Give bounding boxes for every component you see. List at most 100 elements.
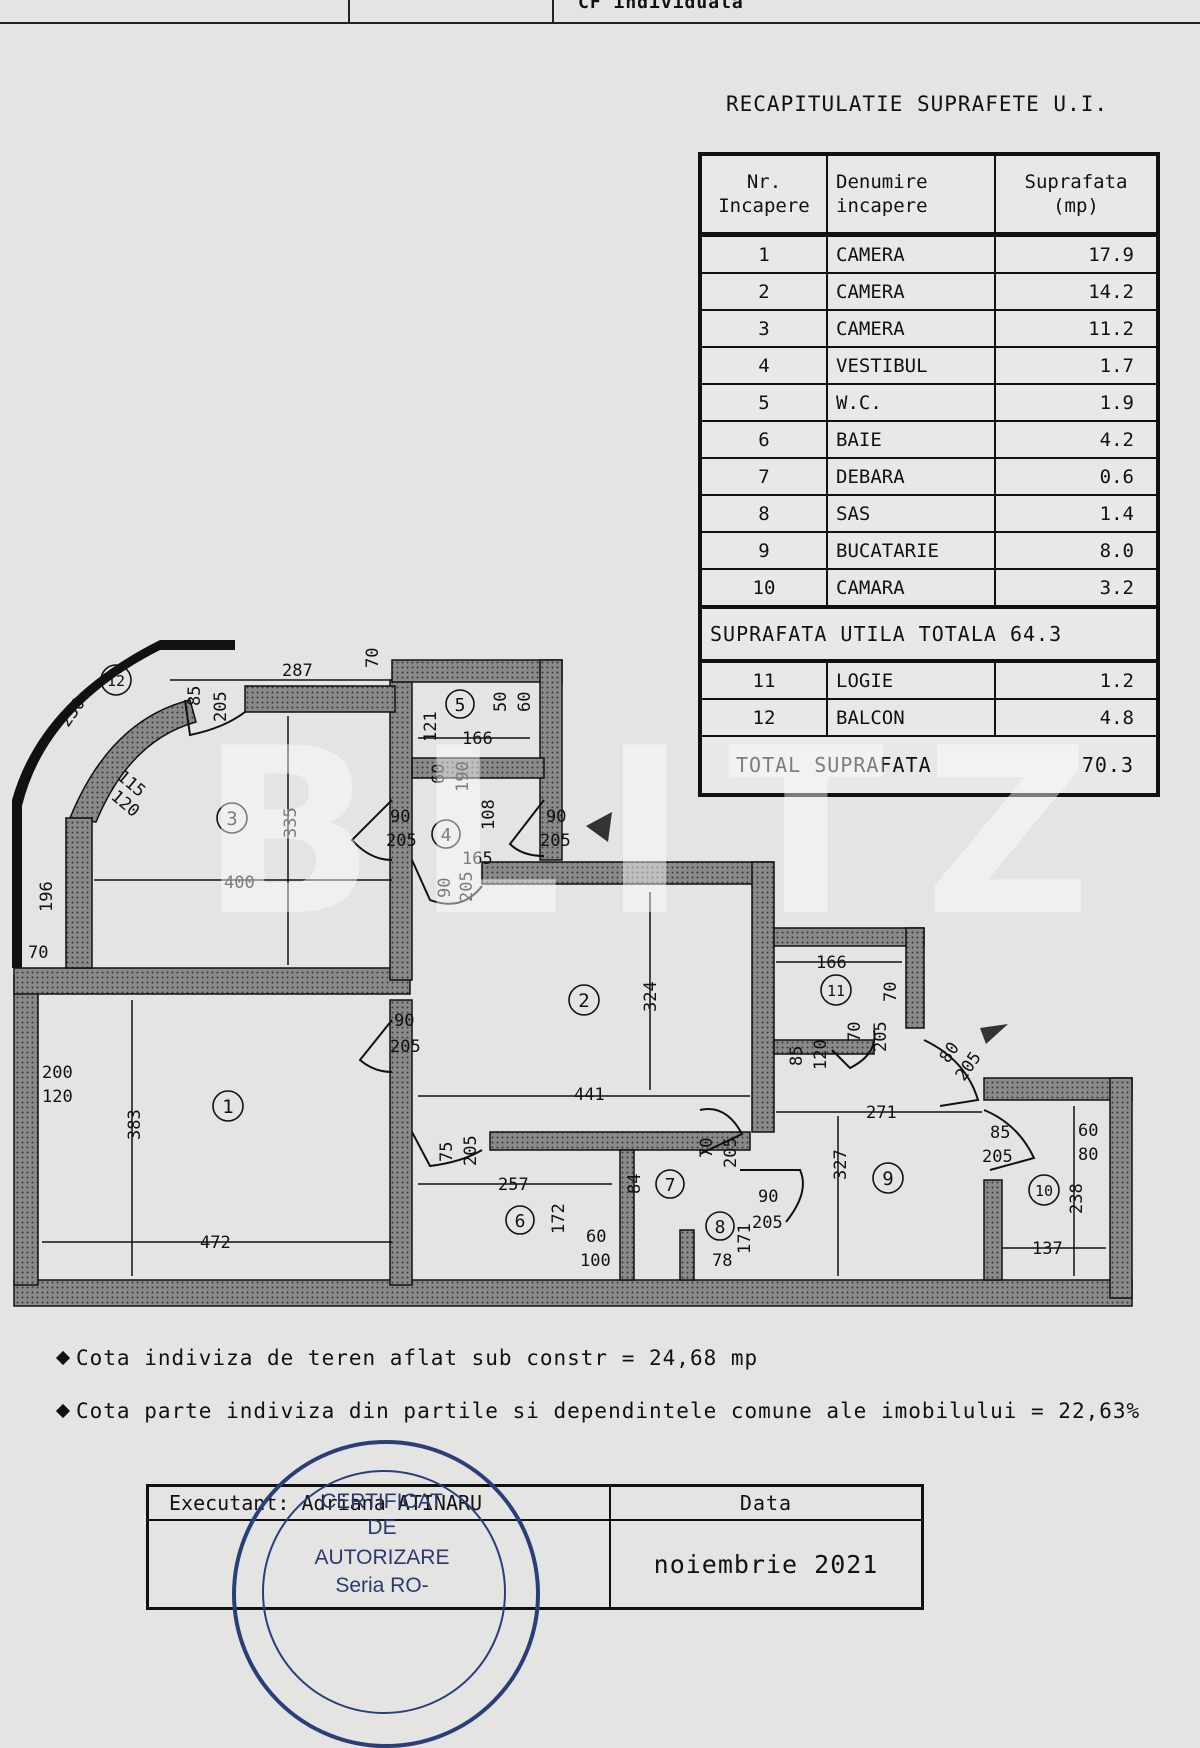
dimension-label: 75 (437, 1142, 457, 1162)
room-marker (212, 1090, 244, 1122)
dimension-label: 205 (721, 1137, 741, 1168)
note-text: Cota parte indiviza din partile si depen… (76, 1399, 1141, 1423)
dimension-label: 238 (1067, 1183, 1087, 1214)
room-marker (705, 1211, 735, 1241)
dimension-label: 400 (224, 873, 255, 893)
room-number: 1 (699, 233, 828, 274)
dimension-label: 205 (982, 1147, 1013, 1167)
note-land-share: Cota indiviza de teren aflat sub constr … (55, 1346, 758, 1370)
dimension-label: 196 (37, 881, 57, 912)
room-number: 12 (699, 698, 828, 737)
dimension-label: 70 (881, 982, 901, 1002)
room-number: 11 (699, 660, 828, 700)
room-marker (445, 689, 475, 719)
dimension-label: 271 (866, 1103, 897, 1123)
room-marker (216, 802, 248, 834)
stamp-text: DE (367, 1516, 397, 1539)
entry-arrow-icon (980, 1024, 1008, 1044)
dimension-label: 78 (712, 1251, 732, 1271)
dimension-label: 90 (546, 807, 566, 827)
room-name: CAMARA (826, 568, 996, 608)
dimension-label: 70 (28, 943, 48, 963)
header-room-number: Nr. Incapere (699, 153, 828, 236)
room-marker-label: 8 (715, 1217, 726, 1238)
room-marker (655, 1169, 685, 1199)
room-area: 4.8 (994, 698, 1159, 737)
dimension-label: 60 (429, 764, 449, 784)
room-marker (568, 984, 600, 1016)
watermark-logo: BLITZ (200, 700, 1132, 967)
room-number: 4 (699, 346, 828, 385)
grand-total-cell: TOTAL SUPRAFATA 70.3 (699, 735, 1159, 796)
top-table-strip (0, 0, 1200, 24)
room-marker (820, 974, 852, 1006)
room-marker (1028, 1174, 1060, 1206)
room-area: 14.2 (994, 272, 1159, 311)
room-number: 3 (699, 309, 828, 348)
room-area: 3.2 (994, 568, 1159, 608)
table-header-row: Nr. Incapere Denumire incapere Suprafata… (699, 153, 1159, 236)
dimension-label: 100 (580, 1251, 611, 1271)
room-marker-label: 7 (665, 1175, 676, 1196)
dimension-label: 60 (515, 692, 535, 712)
dimension-label: 172 (549, 1203, 569, 1234)
dimension-label: 60 (586, 1227, 606, 1247)
room-number: 6 (699, 420, 828, 459)
room-marker-label: 5 (455, 695, 466, 716)
room-area: 1.4 (994, 494, 1159, 533)
header-room-area: Suprafata (mp) (994, 153, 1159, 236)
room-marker-label: 1 (222, 1096, 233, 1118)
room-marker-label: 3 (226, 808, 237, 830)
room-number: 9 (699, 531, 828, 570)
dimension-label: 324 (641, 981, 661, 1012)
room-marker-label: 4 (441, 825, 452, 846)
room-marker-label: 9 (882, 1168, 893, 1190)
diamond-bullet-icon (55, 1403, 71, 1419)
dimension-label: 205 (386, 831, 417, 851)
room-marker-label: 2 (578, 990, 589, 1012)
dimension-label: 120 (42, 1087, 73, 1107)
floor-plan: 1 2 3 4 5 6 7 8 9 10 11 12 287 70 85 205… (12, 640, 1133, 1307)
stamp-text: CERTIFICAT (321, 1490, 443, 1513)
dimension-label: 85 (787, 1046, 807, 1066)
dimension-label: 383 (125, 1109, 145, 1140)
room-marker-label: 12 (107, 672, 125, 690)
room-marker (505, 1205, 535, 1235)
room-marker (100, 664, 132, 696)
top-strip-divider (552, 0, 554, 22)
dimension-label: 257 (498, 1175, 529, 1195)
dimension-label: 70 (845, 1022, 865, 1042)
room-area: 11.2 (994, 309, 1159, 348)
room-name: CAMERA (826, 272, 996, 311)
room-marker (431, 819, 461, 849)
top-strip-text: CF individuala (578, 0, 744, 13)
dimension-label: 171 (735, 1223, 755, 1254)
grand-total-label: TOTAL SUPRAFATA (736, 753, 932, 777)
stamp-text: Seria RO- (335, 1574, 429, 1597)
dimension-label: 335 (281, 807, 301, 838)
room-number: 8 (699, 494, 828, 533)
room-number: 10 (699, 568, 828, 608)
room-number: 2 (699, 272, 828, 311)
room-name: BUCATARIE (826, 531, 996, 570)
room-name: BALCON (826, 698, 996, 737)
dimension-label: 166 (462, 729, 493, 749)
dimension-label: 205 (390, 1037, 421, 1057)
dimension-label: 85 (185, 686, 205, 706)
room-area: 1.2 (994, 660, 1159, 700)
dimension-label: 200 (42, 1063, 73, 1083)
dimension-label: 166 (816, 953, 847, 973)
room-name: VESTIBUL (826, 346, 996, 385)
room-name: W.C. (826, 383, 996, 422)
room-area: 1.9 (994, 383, 1159, 422)
useful-total-text: SUPRAFATA UTILA TOTALA 64.3 (699, 605, 1159, 663)
plan-walls (13, 659, 1133, 1307)
